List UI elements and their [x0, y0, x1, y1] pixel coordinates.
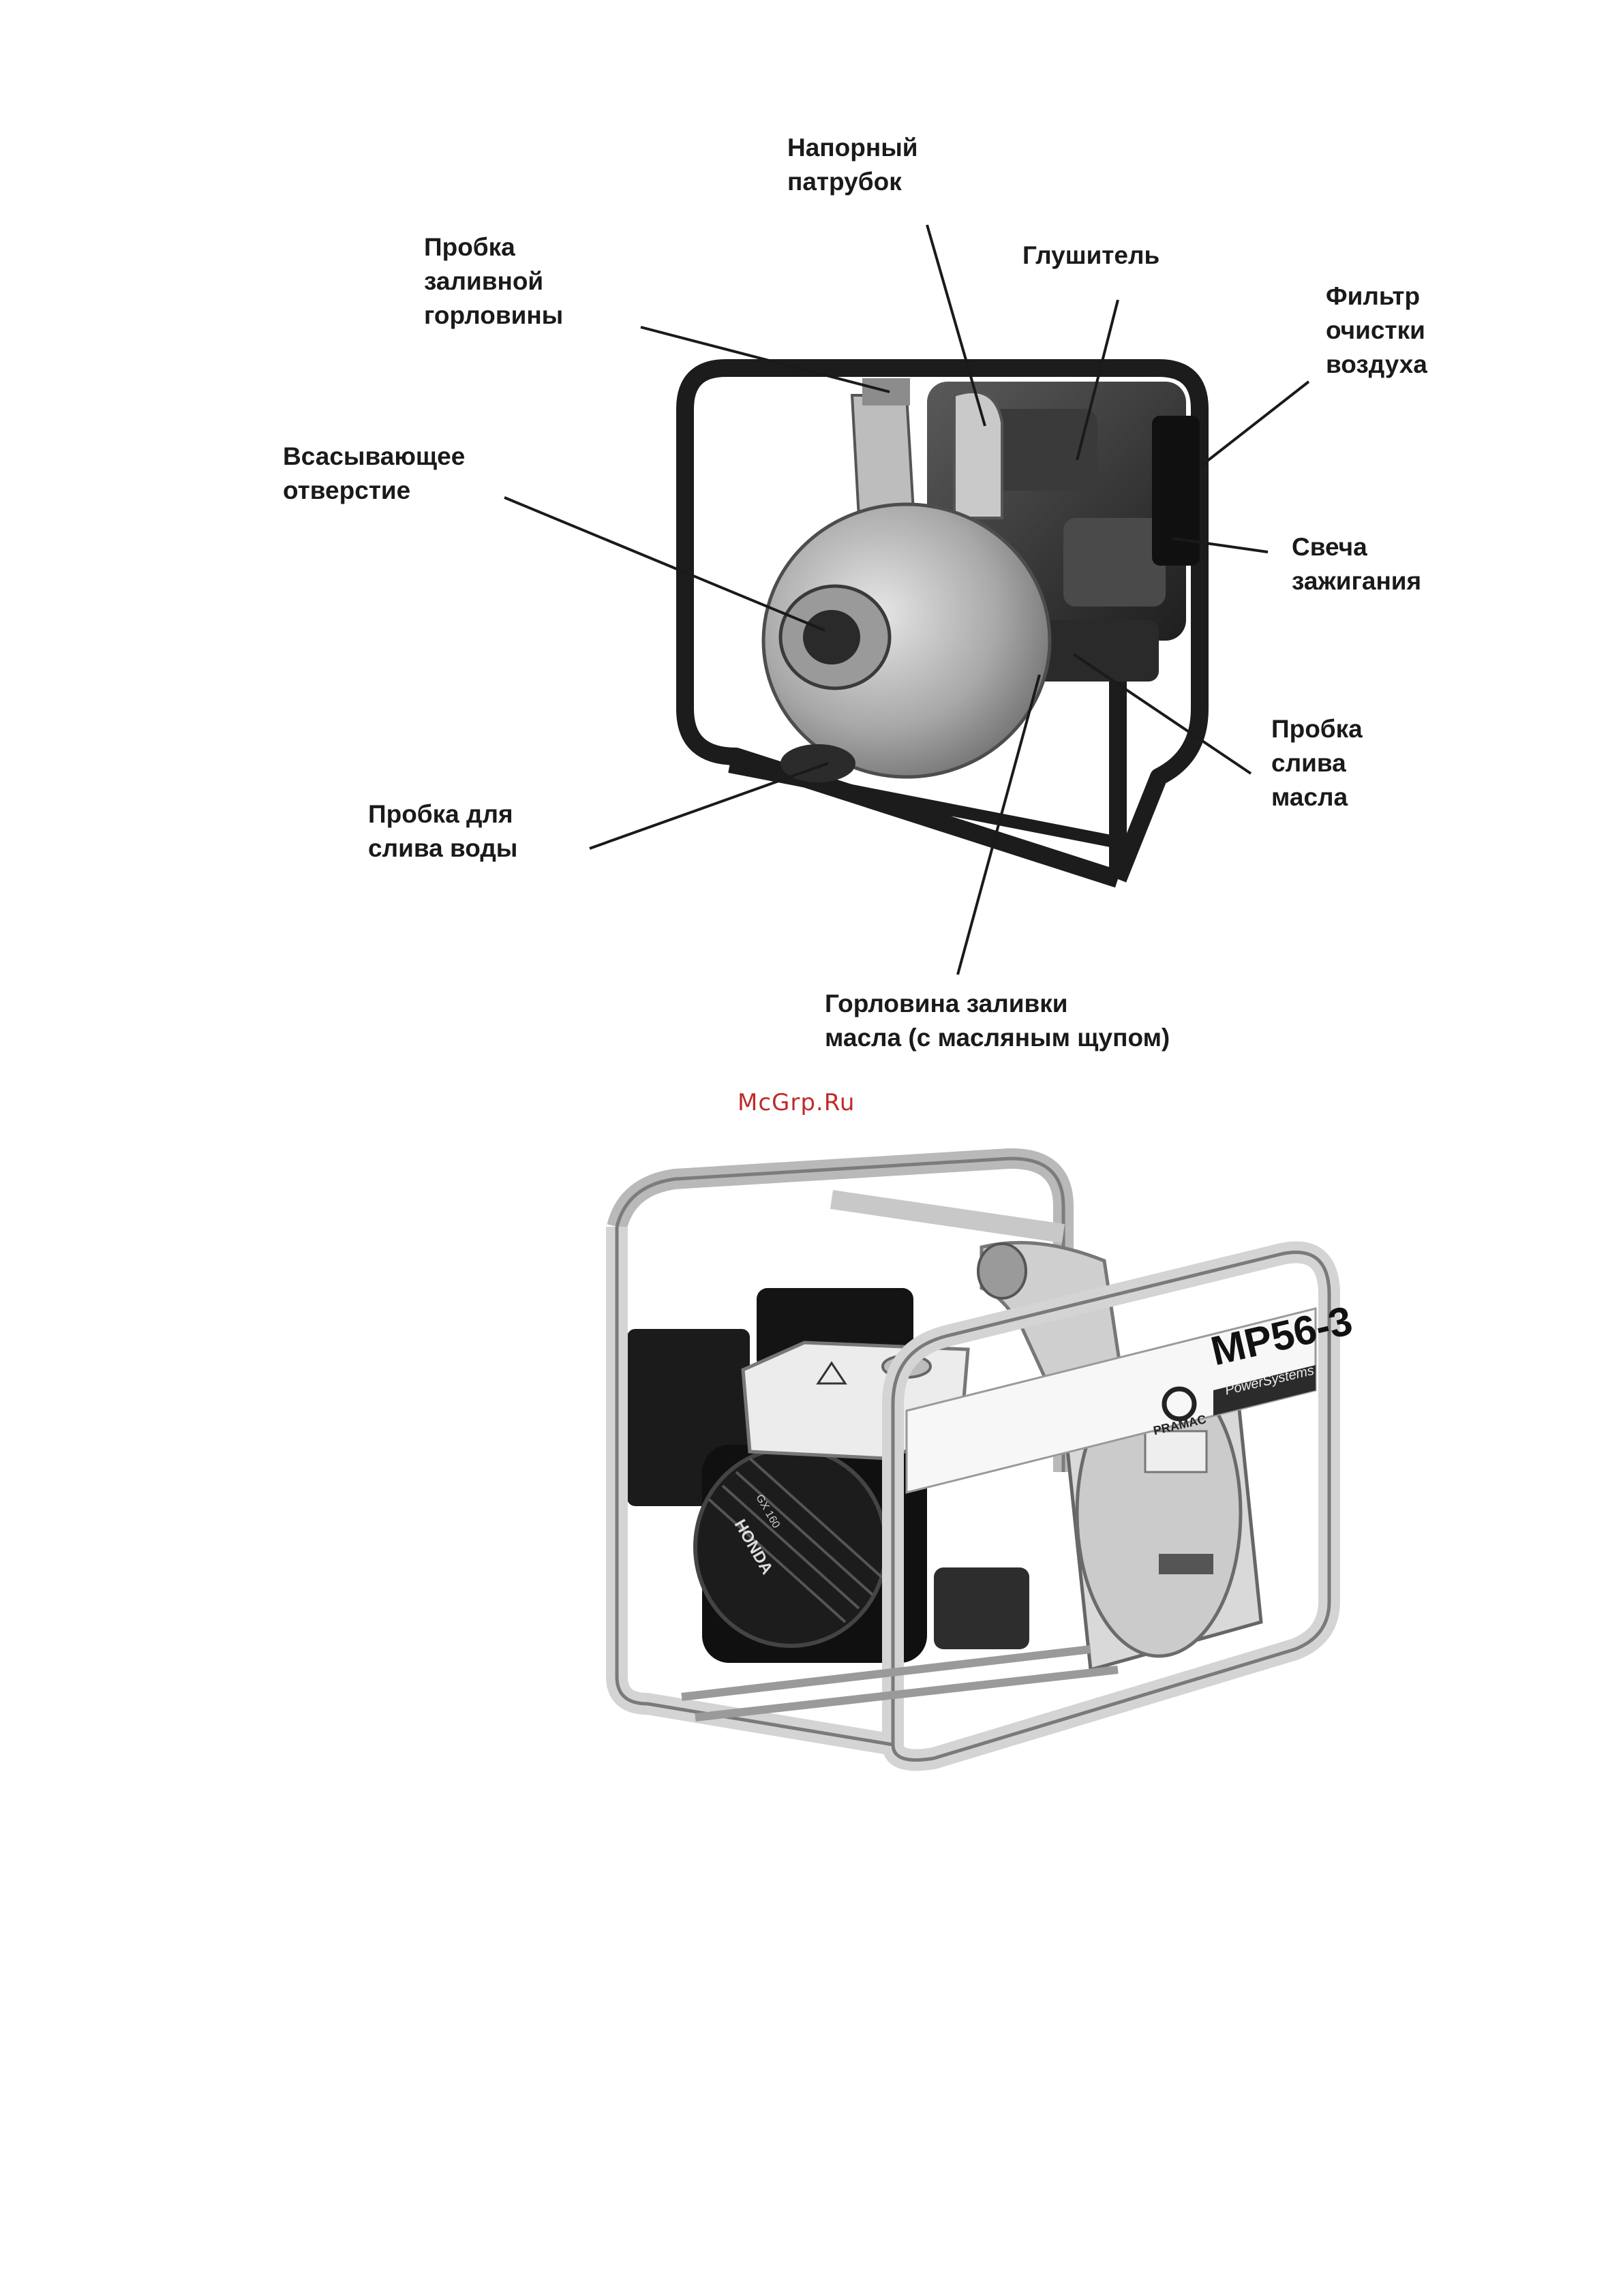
photo-discharge	[978, 1242, 1125, 1418]
photo-engine-model: GX 160	[753, 1493, 782, 1531]
label-oil-drain-line-2: слива	[1271, 746, 1363, 780]
label-air-filter: Фильтр очистки воздуха	[1326, 279, 1427, 382]
label-suction-line-2: отверстие	[283, 474, 465, 508]
photo-engine	[627, 1288, 1029, 1663]
label-spark-plug: Свеча зажигания	[1292, 530, 1421, 598]
photo-frame-back-outline	[617, 1159, 1063, 1472]
label-filler-cap-line-1: Пробка	[424, 230, 563, 264]
label-filler-cap: Пробка заливной горловины	[424, 230, 563, 333]
label-spark-plug-line-1: Свеча	[1292, 530, 1421, 564]
label-water-drain-line-2: слива воды	[368, 831, 517, 866]
photo-frame-front	[617, 1227, 1329, 1760]
photo-base	[682, 1649, 1118, 1717]
photo-brand-label: PRAMAC	[1152, 1412, 1208, 1438]
label-muffler-line-1: Глушитель	[1022, 239, 1159, 273]
photo-model-text: MP56-3	[1207, 1298, 1356, 1375]
label-discharge-line-2: патрубок	[787, 165, 918, 199]
photo-pump-casing	[1063, 1356, 1261, 1670]
label-suction-line-1: Всасывающее	[283, 440, 465, 474]
label-discharge-line-1: Напорный	[787, 131, 918, 165]
label-discharge: Напорный патрубок	[787, 131, 918, 199]
photo-top-bar	[832, 1199, 1063, 1234]
photo-frame-front-outline	[617, 1227, 1329, 1760]
watermark: McGrp.Ru	[738, 1089, 855, 1116]
label-suction: Всасывающее отверстие	[283, 440, 465, 508]
label-air-filter-line-3: воздуха	[1326, 348, 1427, 382]
photo-engine-model-text: GX 160	[753, 1493, 782, 1530]
label-oil-filler-line-2: масла (с масляным щупом)	[825, 1021, 1170, 1055]
photo-frame-back	[617, 1159, 1063, 1472]
label-oil-drain-line-1: Пробка	[1271, 712, 1363, 746]
pramac-logo-icon	[1164, 1389, 1194, 1419]
label-oil-drain-line-3: масла	[1271, 780, 1363, 814]
label-oil-filler: Горловина заливки масла (с масляным щупо…	[825, 987, 1170, 1055]
photo-model-label: MP56-3	[1207, 1297, 1356, 1375]
label-spark-plug-line-2: зажигания	[1292, 564, 1421, 598]
photo-fuel-tank	[743, 1343, 968, 1458]
label-air-filter-line-1: Фильтр	[1326, 279, 1427, 313]
label-water-drain: Пробка для слива воды	[368, 797, 517, 866]
label-muffler: Глушитель	[1022, 239, 1159, 273]
label-filler-cap-line-3: горловины	[424, 299, 563, 333]
label-water-drain-line-1: Пробка для	[368, 797, 517, 831]
photo-brand-text: PRAMAC	[1152, 1412, 1207, 1437]
label-filler-cap-line-2: заливной	[424, 264, 563, 299]
label-oil-filler-line-1: Горловина заливки	[825, 987, 1170, 1021]
label-oil-drain: Пробка слива масла	[1271, 712, 1363, 814]
label-air-filter-line-2: очистки	[1326, 313, 1427, 348]
